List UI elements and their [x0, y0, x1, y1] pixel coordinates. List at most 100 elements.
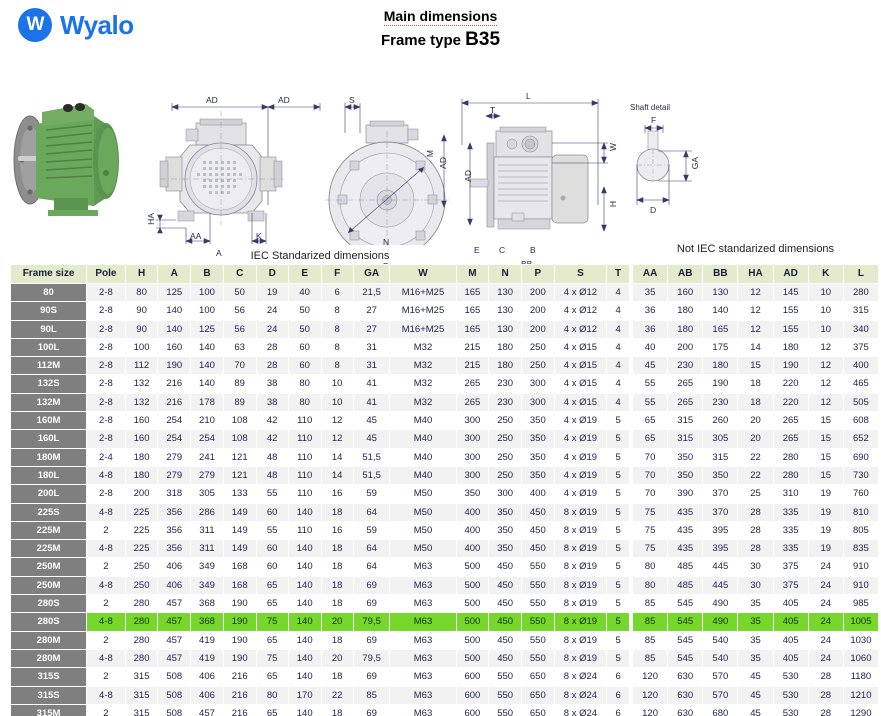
- frame-size-cell: 80: [9, 282, 88, 303]
- table-cell: 310: [772, 484, 809, 504]
- table-cell: 75: [631, 502, 669, 522]
- table-cell: 4: [606, 374, 630, 394]
- table-cell: 280: [772, 447, 809, 467]
- table-cell: 405: [772, 612, 809, 632]
- table-cell: 550: [520, 630, 555, 650]
- table-cell: 38: [255, 392, 289, 413]
- table-cell: 140: [287, 557, 322, 577]
- table-cell: 42: [255, 429, 289, 449]
- table-cell: 110: [287, 465, 322, 486]
- table-cell: M40: [389, 465, 457, 486]
- table-cell: 12: [737, 319, 774, 339]
- table-cell: 200: [520, 319, 555, 339]
- table-cell: 28: [737, 502, 774, 522]
- table-cell: 65: [255, 630, 289, 650]
- table-cell: 300: [455, 429, 490, 449]
- column-header-t: T: [606, 264, 630, 284]
- table-cell: 65: [255, 594, 289, 614]
- table-cell: 2-8: [86, 356, 126, 376]
- table-cell: 4: [606, 392, 630, 413]
- table-cell: 450: [520, 502, 555, 522]
- table-cell: 4: [606, 356, 630, 376]
- table-cell: 390: [667, 484, 704, 504]
- table-cell: 6: [606, 703, 630, 716]
- table-cell: 80: [287, 392, 322, 413]
- table-cell: 570: [702, 667, 739, 687]
- table-cell: 2-8: [86, 484, 126, 504]
- table-cell: 450: [488, 557, 522, 577]
- table-cell: 508: [157, 703, 192, 716]
- table-cell: 395: [702, 520, 739, 541]
- column-header-f: F: [320, 264, 354, 284]
- table-cell: 12: [320, 429, 354, 449]
- table-cell: 24: [807, 557, 844, 577]
- table-cell: 64: [352, 557, 391, 577]
- brand-logo: W Wyalo: [18, 8, 134, 42]
- table-cell: 165: [455, 282, 490, 303]
- table-cell: 56: [222, 319, 257, 339]
- column-header-a: A: [157, 264, 192, 284]
- table-cell: 368: [190, 594, 224, 614]
- table-cell: M50: [389, 502, 457, 522]
- table-cell: 760: [842, 484, 880, 504]
- frame-size-cell: 90S: [9, 301, 88, 321]
- page-title: Main dimensions: [383, 8, 498, 26]
- table-cell: 27: [352, 319, 391, 339]
- right-table-caption: Not IEC standarized dimensions: [676, 243, 835, 255]
- table-cell: 508: [157, 685, 192, 705]
- table-cell: 230: [488, 392, 522, 413]
- table-cell: 300: [520, 374, 555, 394]
- table-cell: 59: [352, 520, 391, 541]
- table-cell: 230: [702, 392, 739, 413]
